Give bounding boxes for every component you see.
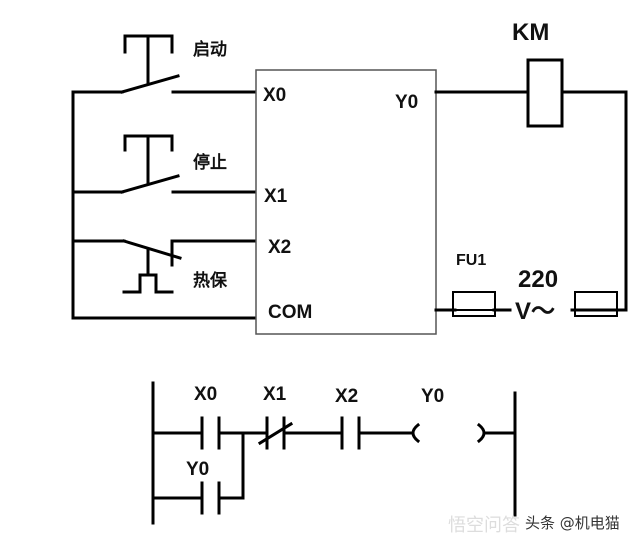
ladder-label-x2: X2 [335, 386, 358, 407]
ladder-coil-y0 [411, 422, 486, 444]
start-pushbutton-symbol [71, 34, 258, 94]
stop-pushbutton-symbol [71, 134, 258, 194]
plc-com-terminal: COM [268, 302, 312, 323]
thermal-relay-symbol [71, 239, 258, 294]
ladder-contact-x1-nc [257, 416, 294, 450]
ladder-label-y0-branch: Y0 [186, 459, 209, 480]
ladder-label-x0: X0 [194, 384, 217, 405]
stop-button-label: 停止 [193, 152, 227, 173]
ladder-label-x1: X1 [263, 384, 287, 405]
thermal-relay-label: 热保 [193, 270, 228, 291]
fuse-fu1 [452, 291, 496, 317]
ladder-parallel-branch [151, 431, 245, 500]
ladder-contact-x0 [200, 416, 221, 450]
contactor-label: KM [512, 19, 549, 46]
plc-input-x0: X0 [263, 85, 286, 106]
ladder-label-coil-y0: Y0 [421, 386, 444, 407]
ladder-contact-y0-seal-in [200, 481, 221, 515]
supply-voltage-value: 220 [518, 266, 558, 293]
start-button-label: 启动 [193, 39, 227, 60]
watermark-text: 头条 @机电猫 [525, 514, 620, 532]
ladder-contact-x2 [340, 416, 361, 450]
plc-input-x1: X1 [264, 186, 288, 207]
plc-output-y0: Y0 [395, 92, 418, 113]
plc-box [255, 69, 437, 335]
fuse-2 [574, 291, 618, 317]
watermark-faint: 悟空问答 [448, 515, 520, 536]
fuse-label: FU1 [456, 252, 486, 269]
contactor-coil-km [526, 58, 564, 128]
supply-voltage-unit: V～ [515, 298, 555, 325]
plc-input-x2: X2 [268, 237, 291, 258]
